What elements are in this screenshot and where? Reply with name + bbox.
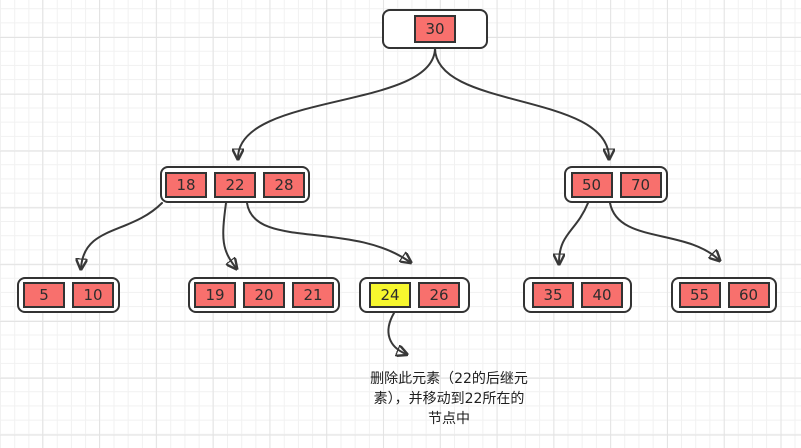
key-box[interactable]: 22 — [214, 171, 256, 198]
edge-highlighted-key-to-annotation[interactable] — [387, 312, 406, 354]
key-box[interactable]: 30 — [414, 15, 456, 43]
btree-node-root[interactable]: 30 — [382, 9, 488, 49]
btree-node-leaf-19-20-21[interactable]: 19 20 21 — [188, 277, 340, 313]
btree-node-leaf-35-40[interactable]: 35 40 — [523, 277, 632, 313]
btree-node-leaf-5-10[interactable]: 5 10 — [17, 277, 120, 313]
key-box[interactable]: 20 — [243, 282, 285, 308]
key-box[interactable]: 5 — [23, 282, 65, 308]
key-box[interactable]: 35 — [532, 282, 574, 308]
key-box[interactable]: 18 — [165, 171, 207, 198]
btree-node-leaf-24-26[interactable]: 24 26 — [359, 277, 470, 313]
edge-internal-left-to-leaf-19-20-21[interactable] — [222, 202, 236, 268]
key-box-highlighted[interactable]: 24 — [369, 282, 411, 308]
edge-root-to-internal-right[interactable] — [434, 47, 609, 158]
annotation-line: 素），并移动到22所在的 — [373, 391, 525, 407]
key-box[interactable]: 50 — [570, 171, 613, 198]
key-box[interactable]: 21 — [292, 282, 334, 308]
btree-node-internal-right[interactable]: 50 70 — [564, 166, 668, 203]
annotation-line: 删除此元素（22的后继元 — [370, 371, 528, 387]
edge-internal-left-to-leaf-24-26[interactable] — [246, 202, 410, 262]
key-box[interactable]: 60 — [727, 282, 770, 308]
btree-node-internal-left[interactable]: 18 22 28 — [160, 166, 310, 203]
edge-internal-right-to-leaf-55-60[interactable] — [609, 202, 719, 260]
key-box[interactable]: 10 — [72, 282, 114, 308]
key-box[interactable]: 55 — [678, 282, 721, 308]
edge-internal-left-to-leaf-5-10[interactable] — [81, 202, 163, 268]
key-box[interactable]: 26 — [418, 282, 460, 308]
key-box[interactable]: 28 — [263, 171, 305, 198]
edge-root-to-internal-left[interactable] — [238, 47, 436, 158]
key-box[interactable]: 70 — [619, 171, 662, 198]
edge-internal-right-to-leaf-35-40[interactable] — [559, 202, 589, 263]
annotation-text[interactable]: 删除此元素（22的后继元 素），并移动到22所在的 节点中 — [349, 369, 549, 429]
key-box[interactable]: 19 — [194, 282, 236, 308]
btree-node-leaf-55-60[interactable]: 55 60 — [671, 277, 777, 313]
annotation-line: 节点中 — [428, 411, 470, 427]
key-box[interactable]: 40 — [581, 282, 623, 308]
